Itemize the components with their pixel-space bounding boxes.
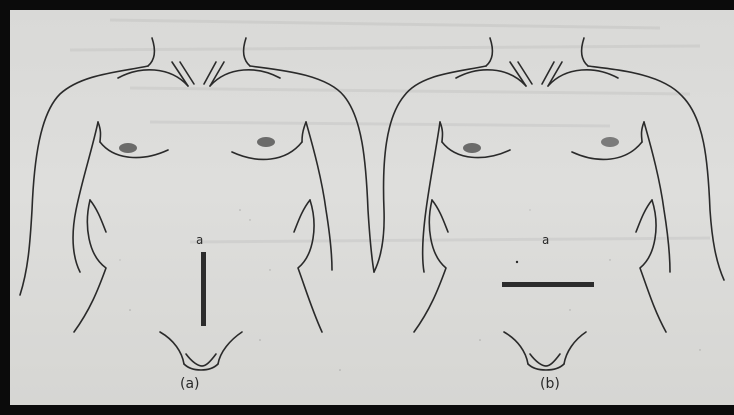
neck-left-line <box>486 38 492 66</box>
groin-base <box>184 364 218 370</box>
bleed-through-text <box>70 20 710 242</box>
right-inner-arm <box>306 122 332 270</box>
right-waist-fold <box>636 200 652 232</box>
right-chest-upper <box>302 122 306 142</box>
clavicle-left <box>456 70 526 86</box>
clavicle-right <box>548 70 618 86</box>
left-chest-upper <box>98 122 101 142</box>
right-chest-upper <box>642 122 645 142</box>
groin-inner-left <box>530 354 546 366</box>
vertical-incision <box>201 252 206 326</box>
clavicle-right <box>210 70 280 86</box>
left-shoulder-arm <box>20 66 148 295</box>
clavicle-left <box>118 70 188 86</box>
caption-a: (a) <box>180 376 200 392</box>
figure-b <box>374 38 724 370</box>
right-nipple <box>257 137 275 147</box>
groin-inner-right <box>546 354 560 366</box>
left-inner-arm <box>73 122 98 272</box>
right-waist-fold <box>294 200 310 232</box>
print-speckles <box>119 209 700 371</box>
left-waist-fold <box>432 200 448 232</box>
left-nipple <box>119 143 137 153</box>
neck-left-line <box>148 38 154 66</box>
groin-left <box>160 332 184 364</box>
groin-right <box>218 332 242 364</box>
sternal-notch-left <box>172 62 188 86</box>
horizontal-incision <box>502 282 594 287</box>
sternal-notch-right <box>548 62 562 86</box>
sternal-notch-right-2 <box>542 62 554 84</box>
caption-b: (b) <box>540 376 560 392</box>
neck-right-line <box>582 38 588 66</box>
right-nipple <box>601 137 619 147</box>
sternal-notch-left <box>510 62 526 86</box>
left-inner-arm <box>423 122 440 272</box>
sternal-notch-right <box>210 62 224 86</box>
figure-a-nipples <box>119 137 275 153</box>
paper-sheet: a (a) <box>10 10 734 405</box>
navel-dot-b <box>516 261 518 263</box>
groin-left <box>504 332 528 364</box>
sternal-notch-right-2 <box>204 62 216 84</box>
figure-b-nipples <box>463 137 619 153</box>
right-shoulder-arm <box>588 66 724 280</box>
left-nipple <box>463 143 481 153</box>
right-inner-arm <box>644 122 670 272</box>
right-flank <box>298 200 322 332</box>
groin-right <box>564 332 586 364</box>
navel-label-a: a <box>196 233 203 247</box>
neck-right-line <box>244 38 250 66</box>
right-flank <box>640 200 666 332</box>
left-waist-fold <box>90 200 106 232</box>
left-flank <box>414 200 446 332</box>
navel-label-b: a <box>542 233 549 247</box>
groin-inner-left <box>186 354 202 366</box>
groin-base <box>528 364 564 370</box>
groin-inner-right <box>202 354 216 366</box>
surgical-incision-diagram: a (a) <box>10 10 734 405</box>
